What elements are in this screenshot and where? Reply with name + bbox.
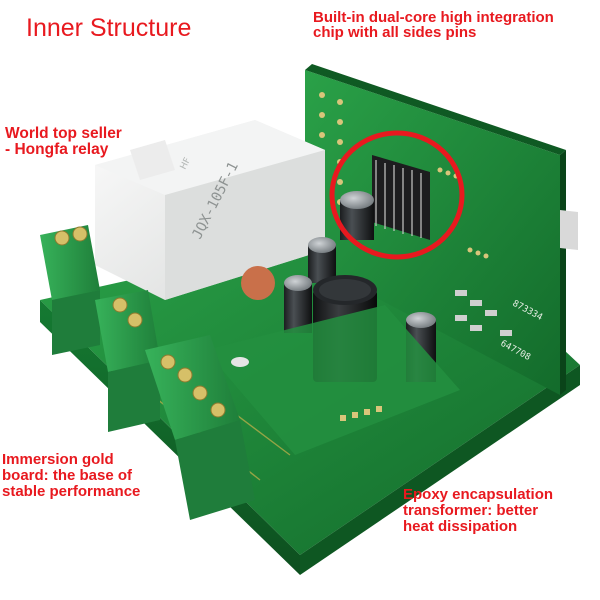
annotation-chip: Built-in dual-core high integration chip… — [313, 10, 599, 40]
annotation-epoxy-line-2: transformer: better — [403, 501, 539, 519]
sub-board-pins — [340, 406, 382, 421]
annotation-epoxy-line-3: heat dissipation — [403, 517, 518, 535]
annotation-epoxy: Epoxy encapsulation transformer: better … — [403, 487, 598, 534]
annotation-chip-line-2: chip with all sides pins — [313, 24, 477, 41]
annotation-gold-line-2: board: the base of — [2, 466, 133, 484]
terminal-block-2 — [95, 290, 160, 432]
annotation-gold-line-3: stable performance — [2, 482, 141, 500]
sub-board-hole — [231, 357, 249, 367]
annotation-relay-line-1: World top seller — [5, 125, 122, 142]
relay-logo-text: HF — [179, 156, 193, 171]
terminal-block-1 — [40, 225, 100, 355]
terminal-block-3 — [145, 335, 255, 520]
power-sub-board — [205, 305, 460, 455]
annotation-epoxy-line-1: Epoxy encapsulation — [403, 486, 554, 503]
annotation-gold-board: Immersion gold board: the base of stable… — [2, 452, 182, 499]
annotation-relay-line-2: - Hongfa relay — [5, 140, 109, 158]
annotation-chip-line-1: Built-in dual-core high integration — [313, 9, 554, 26]
relay: JQX-105F-1 HF — [95, 120, 325, 300]
chip-highlight-circle — [329, 130, 465, 260]
page-title: Inner Structure — [26, 14, 192, 42]
annotation-relay: World top seller - Hongfa relay — [5, 126, 165, 157]
annotation-gold-line-1: Immersion gold — [2, 451, 114, 468]
display-pcb: 873334 647708 — [305, 64, 578, 395]
ceramic-capacitor — [241, 266, 275, 300]
